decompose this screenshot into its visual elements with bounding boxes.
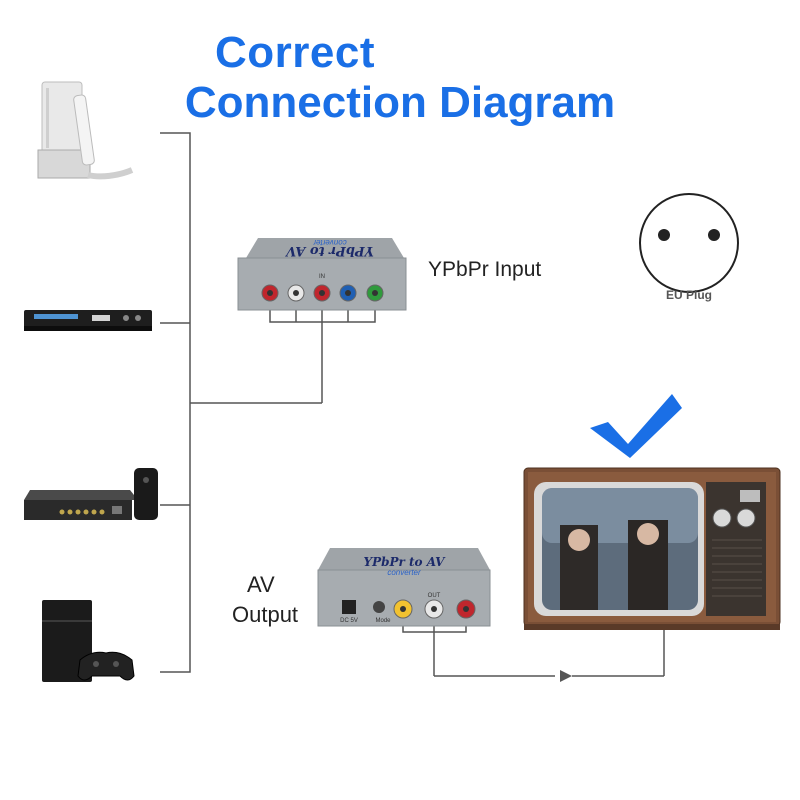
dvd-player-icon (24, 310, 152, 331)
source-bus-line (160, 133, 190, 672)
arrow-head-icon (560, 670, 572, 682)
dc-input-label: DC 5V (340, 618, 358, 624)
converter-output-port-group: OUT (428, 593, 441, 599)
converter-output-sub: converter (387, 568, 421, 577)
gamepad-icon (78, 652, 134, 680)
television-icon (524, 468, 780, 630)
eu-plug-label: EU Plug (666, 288, 712, 302)
checkmark-icon (590, 394, 682, 458)
remote-control-icon (134, 468, 158, 520)
mode-button-icon (373, 601, 385, 613)
av-output-ports (394, 600, 475, 618)
game-console-ps4-icon (42, 600, 134, 682)
av-output-label-line2: Output (232, 602, 298, 628)
converter-input-sub: converter (313, 238, 347, 247)
mode-label: Mode (375, 618, 391, 624)
converter-input-port-group: IN (319, 274, 325, 280)
dc-power-port-icon (342, 600, 356, 614)
set-top-box-icon (24, 468, 158, 520)
av-output-label-line1: AV (247, 572, 275, 598)
eu-plug-icon (640, 194, 738, 292)
converter-output-brand: YPbPr to AV (364, 555, 447, 569)
game-console-wii-icon (38, 82, 132, 178)
ypbpr-input-label: YPbPr Input (428, 258, 541, 282)
